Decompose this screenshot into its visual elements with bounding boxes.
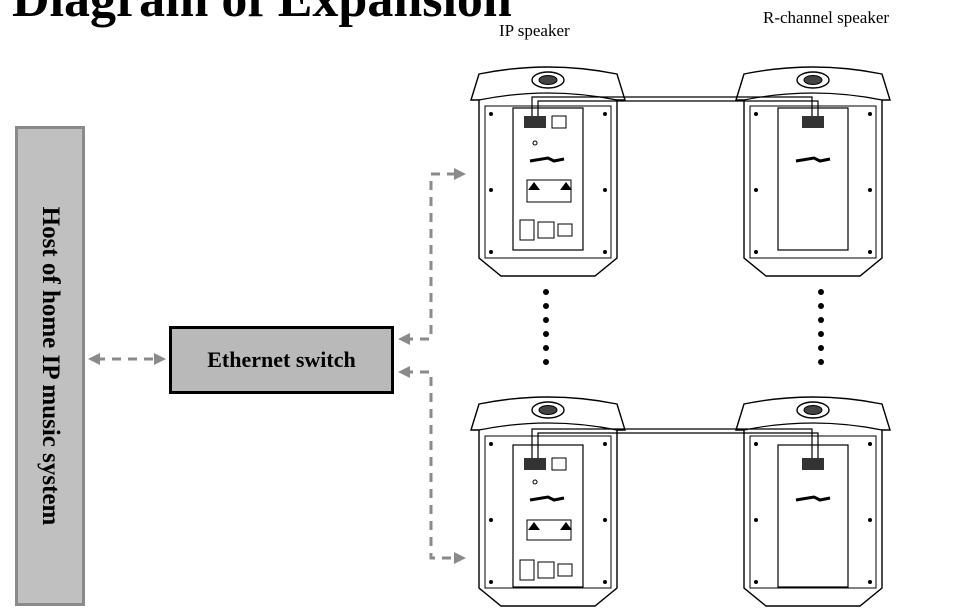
r-channel-speaker-top	[735, 66, 891, 277]
ip-speaker-label: IP speaker	[499, 21, 570, 40]
ethernet-switch-label: Ethernet switch	[207, 347, 356, 372]
r-channel-speaker-bottom-panel	[777, 444, 849, 588]
ip-speaker-ellipsis	[543, 289, 549, 365]
host-box: Host of home IP music system	[15, 126, 85, 606]
speaker-wire-top	[531, 96, 819, 116]
network-connectors	[96, 172, 456, 560]
connector-arrowheads	[88, 168, 466, 564]
diagram-title: Diagram of Expansion	[12, 0, 512, 29]
speaker-wire-bottom	[531, 428, 819, 458]
r-channel-ellipsis	[818, 289, 824, 365]
ip-speaker-top-panel	[512, 107, 584, 251]
ip-speaker-bottom-panel	[512, 444, 584, 588]
r-channel-speaker-bottom	[735, 396, 891, 607]
ethernet-switch-box: Ethernet switch	[169, 326, 394, 394]
r-channel-speaker-top-panel	[777, 107, 849, 251]
ip-speaker-top	[470, 66, 626, 277]
r-channel-speaker-label: R-channel speaker	[763, 8, 890, 27]
